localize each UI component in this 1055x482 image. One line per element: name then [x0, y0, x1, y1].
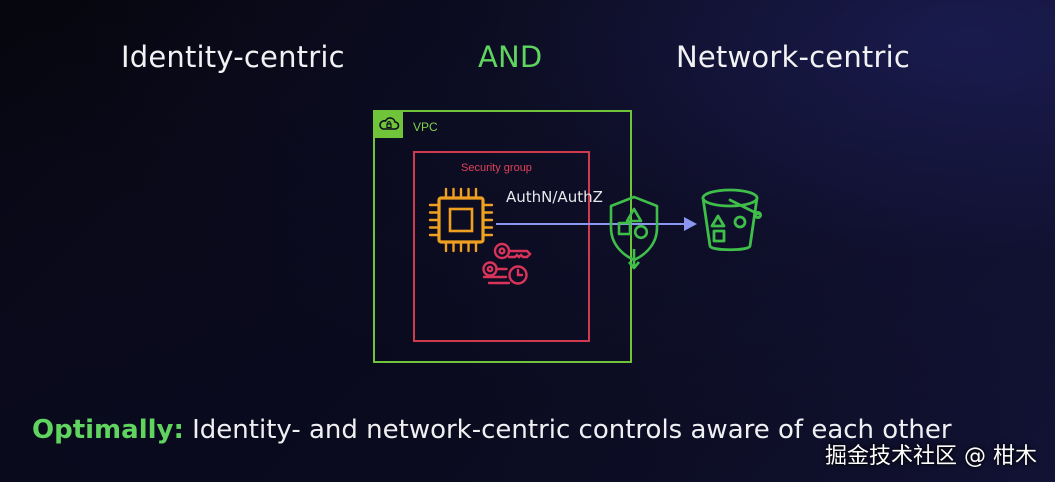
optimally-label: Optimally:: [32, 415, 184, 445]
authn-authz-label: AuthN/AuthZ: [506, 188, 603, 206]
keys-icon: [482, 242, 532, 285]
arrow-icon: [496, 217, 697, 231]
vpc-label: VPC: [413, 120, 438, 134]
bucket-icon: [701, 188, 763, 252]
heading-and: AND: [478, 40, 543, 74]
footer-statement: Optimally: Identity- and network-centric…: [32, 415, 952, 445]
watermark: 掘金技术社区 @ 柑木: [825, 444, 1037, 469]
footer-text: Identity- and network-centric controls a…: [183, 415, 952, 445]
vpc-container: VPC: [373, 110, 632, 363]
shield-icon: [609, 195, 659, 270]
heading-network-centric: Network-centric: [676, 40, 911, 74]
cloud-icon: [375, 112, 403, 138]
security-group-container: Security group: [413, 151, 590, 342]
heading-identity-centric: Identity-centric: [121, 40, 345, 74]
processor-chip-icon: [428, 187, 494, 253]
security-group-label: Security group: [461, 162, 532, 174]
